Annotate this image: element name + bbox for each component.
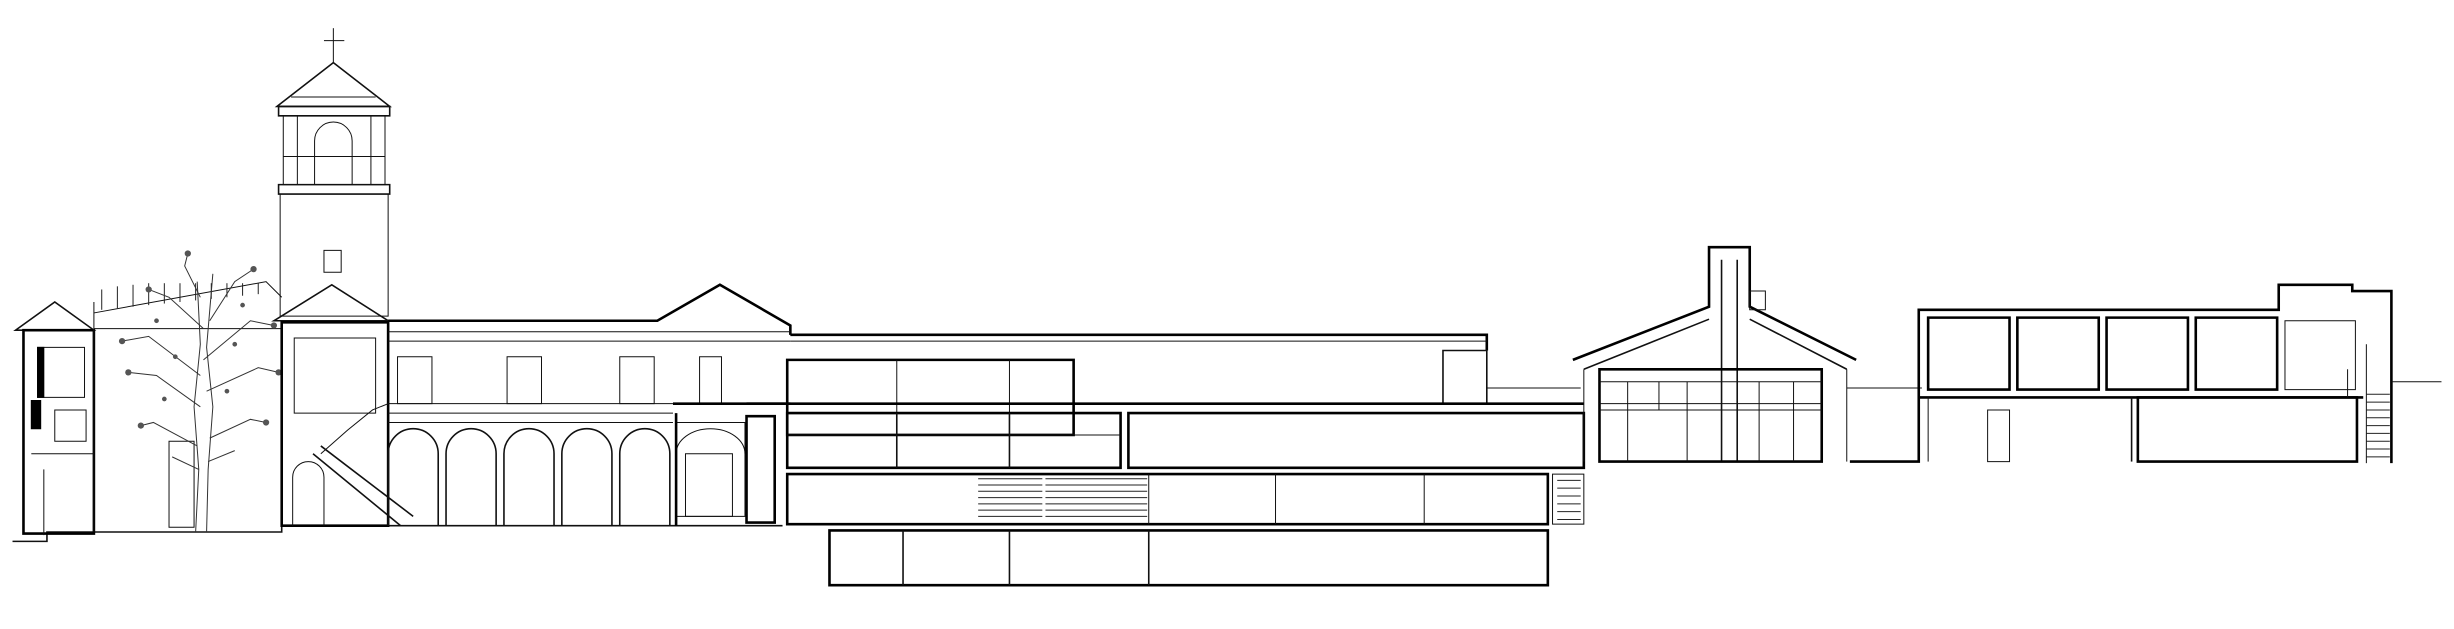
stair-hatch xyxy=(978,479,1581,520)
middle-volume xyxy=(747,404,1584,523)
tree xyxy=(118,250,282,532)
long-roof xyxy=(790,335,1580,404)
chimney-pavilion xyxy=(1573,247,1922,461)
bell-tower xyxy=(277,28,390,316)
left-house xyxy=(16,282,282,535)
lower-volume xyxy=(787,474,1584,524)
upper-volume xyxy=(787,360,1073,435)
arcade-block xyxy=(274,285,790,526)
ground-line xyxy=(13,526,783,542)
roof-tiles-hatch xyxy=(102,283,259,310)
right-building xyxy=(1850,285,2442,463)
right-stair-hatch xyxy=(2366,394,2389,457)
basement-volume xyxy=(829,530,1547,585)
